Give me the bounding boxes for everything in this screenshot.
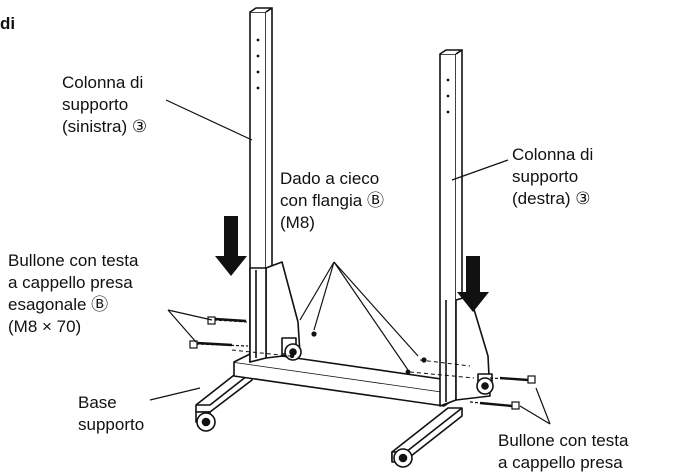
leader-lines: [149, 99, 551, 425]
label-line: (M8 × 70): [8, 317, 82, 336]
label-line: con flangia Ⓑ: [280, 191, 384, 210]
bolt-right-upper: [489, 375, 536, 384]
caster-right-front: [391, 448, 413, 468]
label-base: Base supporto: [78, 392, 144, 436]
label-bolt-right: Bullone con testa a cappello presa: [498, 430, 628, 474]
label-line: a cappello presa: [8, 273, 133, 292]
label-right-column: Colonna di supporto (destra) ③: [512, 144, 593, 210]
label-line: Bullone con testa: [498, 431, 629, 450]
heading-fragment: di: [0, 14, 16, 33]
bolt-right-lower: [469, 401, 520, 410]
label-cap-nut: Dado a cieco con flangia Ⓑ (M8): [280, 168, 384, 234]
label-line: Bullone con testa: [8, 251, 139, 270]
right-column: [439, 53, 457, 407]
caster-right-back: [476, 373, 494, 395]
label-line: esagonale Ⓑ: [8, 295, 109, 314]
label-line: supporto: [62, 95, 129, 114]
bolt-left-upper: [207, 316, 249, 325]
label-line: Colonna di: [512, 145, 594, 164]
bolt-left-lower: [189, 340, 249, 349]
down-arrow-right: [457, 256, 489, 312]
label-left-column: Colonna di supporto (sinistra) ③: [62, 72, 147, 138]
label-line: a cappello presa: [498, 453, 623, 472]
caster-left-front: [195, 411, 216, 432]
label-bolt-left: Bullone con testa a cappello presa esago…: [8, 250, 138, 338]
label-line: Base: [78, 393, 117, 412]
label-line: Dado a cieco: [280, 169, 380, 188]
label-line: (M8): [280, 213, 315, 232]
label-line: (sinistra) ③: [62, 117, 148, 136]
label-line: supporto: [78, 415, 145, 434]
label-line: Colonna di: [62, 73, 144, 92]
down-arrow-left: [215, 216, 247, 276]
label-line: supporto: [512, 167, 579, 186]
label-line: (destra) ③: [512, 189, 591, 208]
